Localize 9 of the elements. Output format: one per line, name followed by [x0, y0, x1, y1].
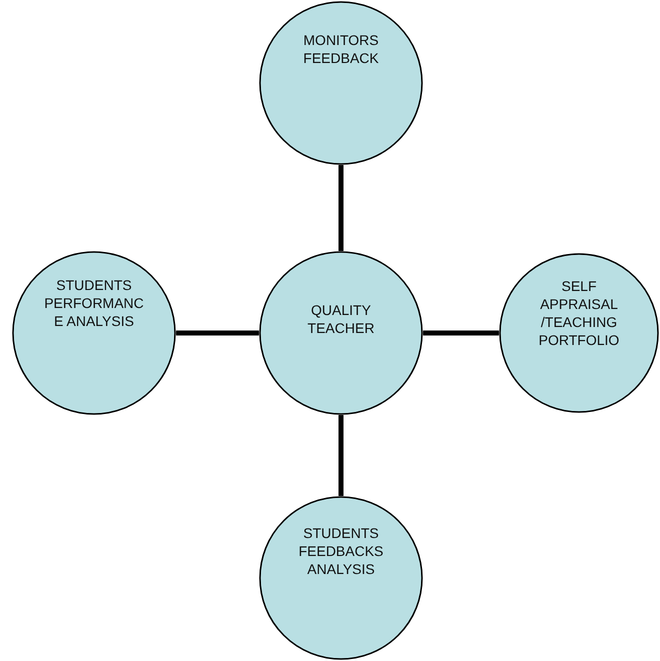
node-label: QUALITY TEACHER [306, 301, 376, 337]
connector-line [338, 415, 344, 496]
node-label: SELF APPRAISAL /TEACHING PORTFOLIO [538, 277, 620, 349]
node-label: STUDENTS PERFORMANC E ANALYSIS [43, 276, 145, 330]
node-label: STUDENTS FEEDBACKS ANALYSIS [298, 524, 384, 578]
connector-line [338, 165, 344, 251]
node-label: MONITORS FEEDBACK [302, 31, 380, 67]
connector-line [176, 330, 259, 336]
connector-line [423, 330, 499, 336]
